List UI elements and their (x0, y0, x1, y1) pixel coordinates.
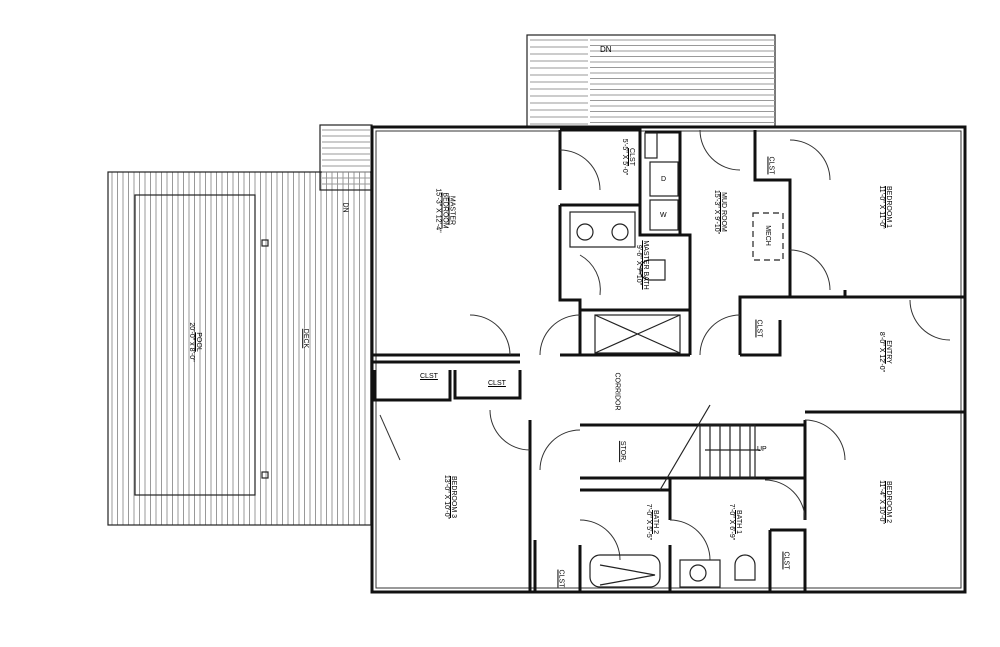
pool-post (261, 239, 269, 247)
exterior-wall (370, 125, 967, 594)
water-heater (644, 132, 658, 159)
pool (134, 194, 256, 496)
deck-stair-treads (322, 129, 370, 185)
stairs (699, 424, 756, 479)
deck-stairs (319, 124, 373, 191)
sink-icon (689, 564, 707, 582)
dryer (649, 161, 679, 197)
upper-deck-boards (530, 39, 775, 125)
toilet-icon (734, 554, 756, 581)
vanity (679, 559, 721, 588)
washer (649, 199, 679, 231)
shower (594, 314, 681, 354)
bathtub (589, 554, 661, 588)
sink-icon (611, 223, 629, 241)
mech-unit (752, 212, 784, 261)
pool-post (261, 471, 269, 479)
vanity (569, 211, 636, 248)
sink-icon (576, 223, 594, 241)
toilet-icon (639, 259, 666, 281)
doors (379, 129, 951, 561)
upper-deck (526, 34, 776, 128)
fixtures (569, 132, 784, 588)
interior-walls (372, 128, 965, 592)
deck-boards (111, 172, 371, 525)
